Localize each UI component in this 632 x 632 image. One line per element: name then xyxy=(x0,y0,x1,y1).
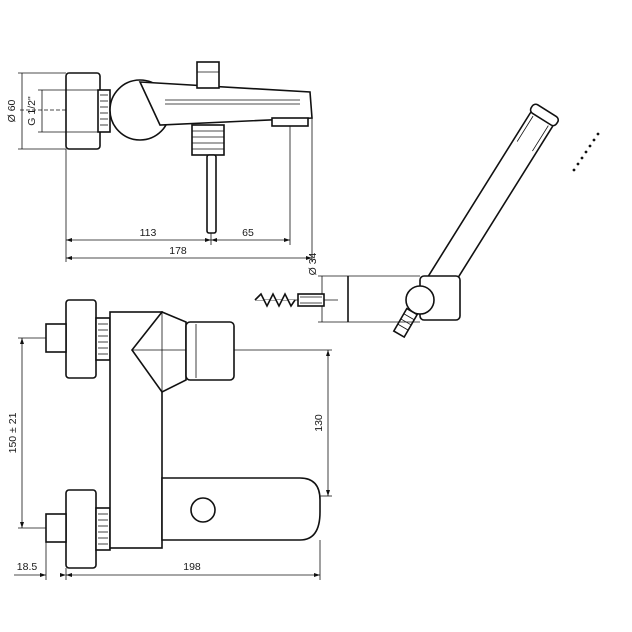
label-diameter-60: Ø 60 xyxy=(6,99,18,122)
label-18-5: 18.5 xyxy=(17,561,38,573)
spray-holes xyxy=(572,132,600,172)
label-178: 178 xyxy=(169,245,187,257)
dimension-horizontal-front: 18.5 198 xyxy=(14,540,321,580)
dimension-vertical-front: 150 ± 21 130 xyxy=(7,337,332,529)
label-diameter-34: Ø 34 xyxy=(307,252,319,275)
wall-plug xyxy=(254,292,338,308)
dimension-horizontal-top: 113 65 178 xyxy=(65,118,313,262)
label-130: 130 xyxy=(313,414,325,432)
dimension-diameter-60: Ø 60 G 1/2" xyxy=(6,72,98,150)
label-65: 65 xyxy=(242,227,254,239)
mixer-front-view xyxy=(45,299,321,569)
label-150: 150 ± 21 xyxy=(7,412,19,453)
label-113: 113 xyxy=(140,227,157,239)
label-thread: G 1/2" xyxy=(26,96,38,126)
hand-shower: Ø 34 xyxy=(254,103,600,339)
label-198: 198 xyxy=(183,561,201,573)
mixer-top-view xyxy=(20,61,313,234)
